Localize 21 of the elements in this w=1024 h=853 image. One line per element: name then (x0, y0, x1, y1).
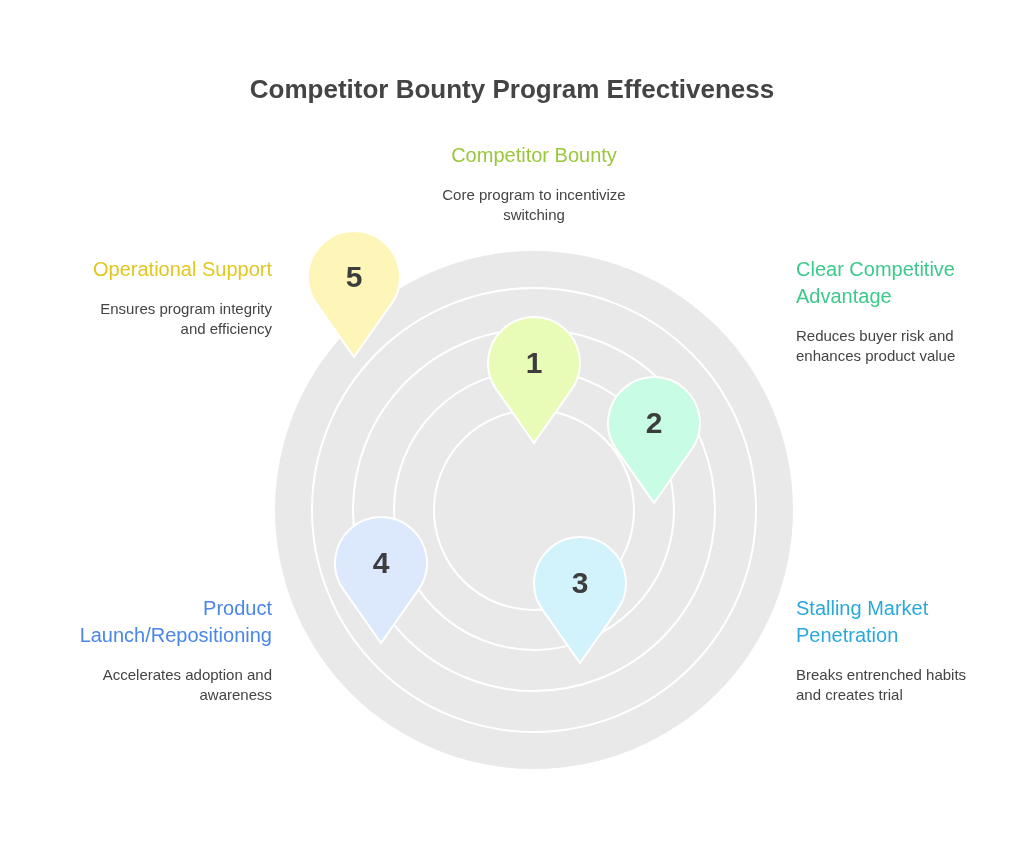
map-pin (486, 315, 582, 445)
description-text: Reduces buyer risk and enhances product value (796, 326, 957, 366)
description-text: Core program to incentivize switching (441, 185, 627, 225)
pin-number: 1 (524, 345, 544, 381)
pin-number: 5 (344, 259, 364, 295)
description-text: Ensures program integrity and efficiency (99, 299, 272, 339)
pin-number: 3 (570, 565, 590, 601)
map-pin (532, 535, 628, 665)
map-pin (306, 229, 402, 359)
title: Competitor Bounty Program Effectiveness (248, 73, 776, 106)
pin-number: 2 (644, 405, 664, 441)
map-pin (333, 515, 429, 645)
heading-text: Operational Support (92, 257, 272, 282)
heading-text: Stalling Market Penetration (796, 596, 930, 648)
heading-text: Competitor Bounty (450, 143, 618, 168)
heading-text: Product Launch/Repositioning (78, 596, 272, 648)
heading-text: Clear Competitive Advantage (796, 257, 956, 309)
pin-number: 4 (371, 545, 391, 581)
map-pin (606, 375, 702, 505)
description-text: Breaks entrenched habits and creates trial (796, 665, 968, 705)
description-text: Accelerates adoption and awareness (101, 665, 272, 705)
